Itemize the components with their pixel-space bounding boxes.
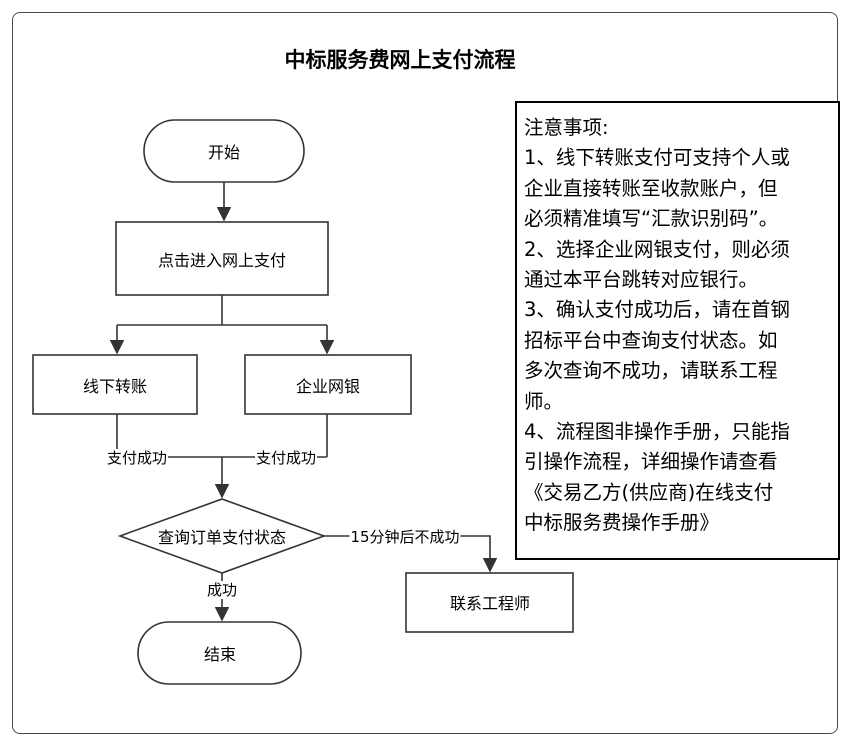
- notes-line: 中标服务费操作手册》: [524, 511, 720, 535]
- node-offline-transfer-label: 线下转账: [82, 377, 148, 396]
- notes-line: 多次查询不成功，请联系工程: [524, 359, 778, 383]
- node-end-shape: [137, 621, 302, 685]
- diagram-title: 中标服务费网上支付流程: [284, 48, 516, 72]
- notes-line: 必须精准填写“汇款识别码”。: [524, 207, 779, 231]
- notes-heading: 注意事项:: [524, 116, 609, 139]
- notes-line: 1、线下转账支付可支持个人或: [524, 146, 790, 170]
- node-contact-engineer-shape: [405, 572, 574, 633]
- notes-panel: 注意事项: 1、线下转账支付可支持个人或 企业直接转账至收款账户，但 必须精准填…: [515, 101, 840, 560]
- edge-label-timeout-fail: 15分钟后不成功: [349, 528, 461, 546]
- node-start-label: 开始: [207, 143, 241, 162]
- notes-line: 招标平台中查询支付状态。如: [524, 328, 778, 352]
- edge-label-success: 成功: [205, 581, 239, 599]
- notes-line: 引操作流程，详细操作请查看: [524, 450, 778, 474]
- node-offline-transfer-shape: [32, 354, 198, 415]
- notes-line: 2、选择企业网银支付，则必须: [524, 237, 790, 261]
- edge-label-pay-success-left: 支付成功: [105, 449, 169, 467]
- notes-line: 企业直接转账至收款账户，但: [524, 176, 778, 200]
- node-end-label: 结束: [203, 645, 237, 664]
- node-corporate-bank-shape: [244, 354, 412, 415]
- node-corporate-bank-label: 企业网银: [295, 377, 361, 396]
- node-query-status-label: 查询订单支付状态: [157, 528, 287, 547]
- node-contact-engineer-label: 联系工程师: [449, 594, 531, 613]
- notes-line: 《交易乙方(供应商)在线支付: [524, 480, 774, 504]
- edge-label-pay-success-right: 支付成功: [254, 449, 318, 467]
- notes-line: 3、确认支付成功后，请在首钢: [524, 298, 790, 322]
- node-click-online-shape: [115, 221, 329, 296]
- notes-line: 师。: [524, 389, 564, 413]
- notes-line: 通过本平台跳转对应银行。: [524, 268, 759, 292]
- notes-line: 4、流程图非操作手册，只能指: [524, 420, 790, 444]
- node-click-online-label: 点击进入网上支付: [157, 251, 287, 270]
